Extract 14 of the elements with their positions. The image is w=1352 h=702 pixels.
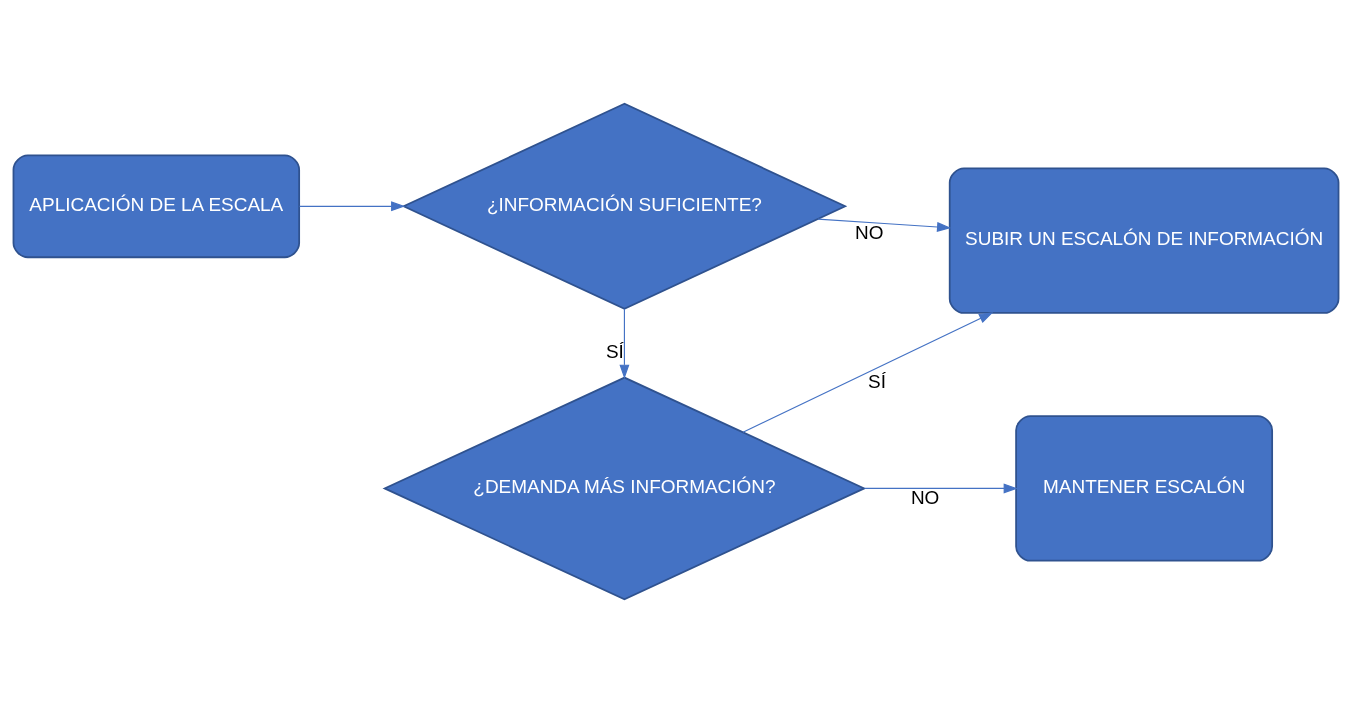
arrow (817, 217, 952, 232)
node-diamond: ¿DEMANDA MÁS INFORMACIÓN? (382, 376, 867, 600)
node-box: APLICACIÓN DE LA ESCALA (12, 153, 301, 258)
node-box: MANTENER ESCALÓN (1015, 414, 1274, 562)
arrow (742, 311, 994, 433)
edge-label: SÍ (605, 340, 624, 362)
node-box: SUBIR UN ESCALÓN DE INFORMACIÓN (948, 166, 1340, 314)
arrow (298, 200, 406, 211)
edge-label: SÍ (868, 370, 887, 392)
node-diamond: ¿INFORMACIÓN SUFICIENTE? (401, 102, 848, 310)
arrow (864, 482, 1018, 493)
edge-label: NO (910, 486, 940, 508)
arrow (619, 307, 630, 379)
edge-label: NO (854, 221, 884, 243)
